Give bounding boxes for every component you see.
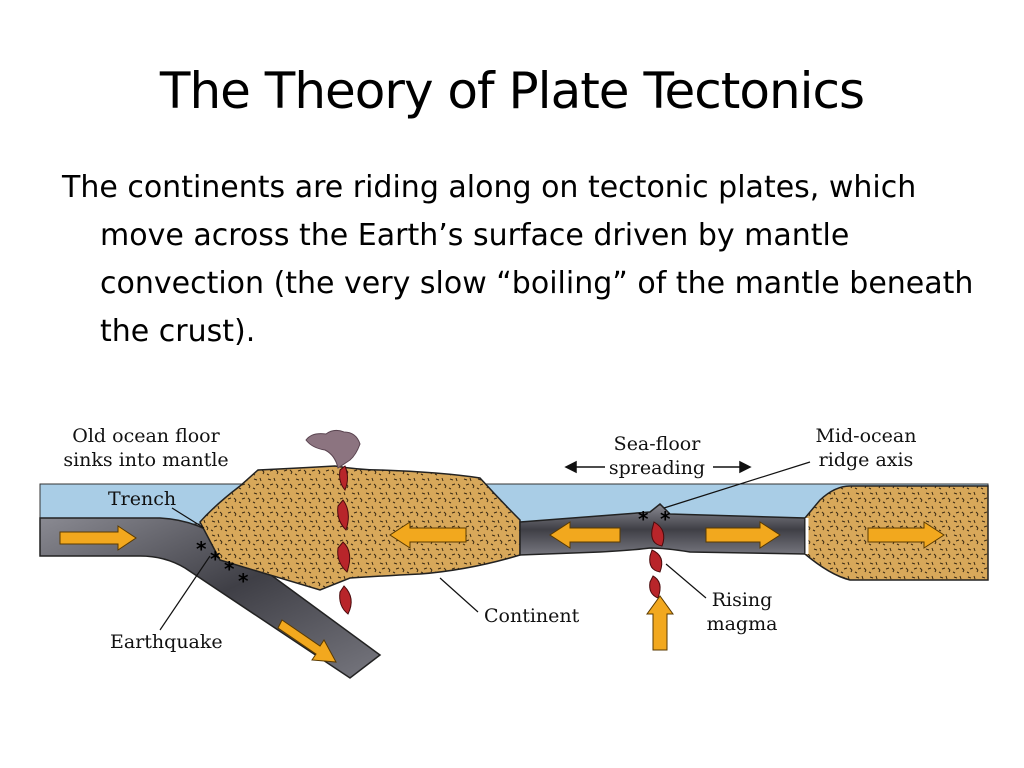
- ridge-axis-leader: [663, 461, 811, 509]
- continent-leader: [439, 577, 479, 613]
- label-mid-ocean: Mid-ocean: [815, 425, 916, 447]
- magma-blob: [337, 499, 349, 531]
- label-ridge-axis: ridge axis: [819, 449, 914, 471]
- magma-blob: [337, 541, 351, 573]
- plate-motion-arrow: [867, 521, 945, 549]
- label-continent: Continent: [484, 605, 580, 627]
- svg-text:*: *: [638, 507, 649, 531]
- label-earthquake: Earthquake: [110, 631, 223, 653]
- earthquake-stars: * * * * * *: [196, 507, 671, 593]
- label-trench: Trench: [108, 488, 176, 510]
- slide-title: The Theory of Plate Tectonics: [159, 62, 865, 120]
- magma-blob: [649, 575, 661, 599]
- trench-leader: [171, 507, 205, 529]
- spreading-double-arrow: [564, 460, 752, 474]
- label-rising: Rising: [712, 589, 773, 611]
- label-sea-floor: Sea-floor: [614, 433, 702, 455]
- magma-blob: [651, 521, 665, 547]
- body-text: The continents are riding along on tecto…: [62, 170, 974, 349]
- label-old-ocean-floor: Old ocean floor: [72, 425, 220, 447]
- plate-motion-arrow: [389, 521, 467, 549]
- volcano-smoke: [305, 429, 361, 469]
- svg-text:*: *: [196, 537, 207, 561]
- svg-text:*: *: [238, 569, 249, 593]
- svg-text:*: *: [224, 557, 235, 581]
- rising-magma-leader: [665, 563, 707, 599]
- label-magma: magma: [707, 613, 778, 635]
- svg-text:*: *: [210, 547, 221, 571]
- plate-tectonics-diagram: * * * * * * Old ocean floor sinks into m…: [39, 425, 989, 679]
- plate-motion-arrow: [277, 619, 337, 663]
- plate-motion-arrow: [549, 521, 621, 549]
- svg-text:*: *: [660, 507, 671, 531]
- magma-blob: [339, 465, 348, 491]
- label-sinks-into-mantle: sinks into mantle: [63, 449, 228, 471]
- left-continent: [199, 465, 521, 591]
- earthquake-leader: [159, 555, 211, 631]
- rising-magma-arrow: [646, 595, 674, 651]
- plate-motion-arrow: [59, 525, 137, 551]
- plate-motion-arrow: [705, 521, 781, 549]
- label-spreading: spreading: [609, 457, 705, 479]
- magma-blob: [339, 585, 352, 615]
- magma-blob: [649, 549, 663, 573]
